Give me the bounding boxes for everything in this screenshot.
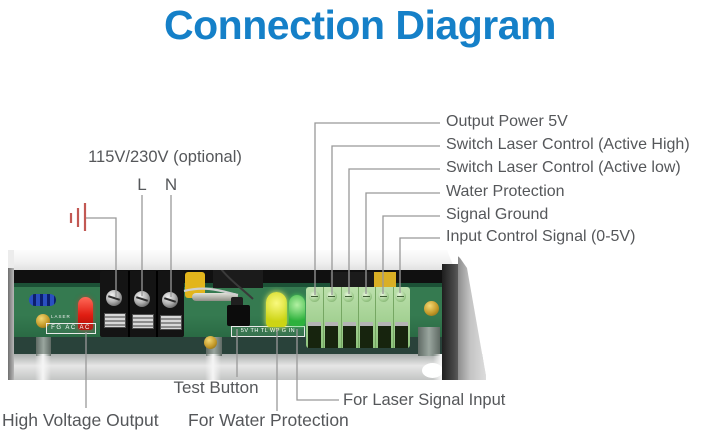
brass-screw	[204, 336, 217, 349]
live-terminal-label: L	[137, 175, 147, 194]
standoff-post	[418, 327, 440, 356]
wire-opening	[360, 322, 373, 348]
wire-opening	[395, 322, 408, 348]
wire-opening	[343, 322, 356, 348]
rail-reflection	[205, 354, 221, 380]
laser-signal-led	[289, 295, 305, 326]
terminal-clamp	[160, 315, 182, 330]
page-title: Connection Diagram	[164, 2, 556, 48]
terminal-divider	[393, 287, 394, 348]
ac-terminal-silkscreen: FG AC AC	[46, 323, 96, 334]
test-button-component	[227, 305, 250, 326]
laser-indicator-led	[78, 297, 93, 330]
test-button-cap	[231, 297, 243, 307]
brass-screw	[424, 301, 439, 316]
terminal-clamp	[132, 314, 154, 329]
earth-ground-icon	[69, 203, 87, 231]
input-signal-label: Input Control Signal (0-5V)	[446, 228, 636, 245]
active-high-label: Switch Laser Control (Active High)	[446, 136, 690, 153]
output-5v-label: Output Power 5V	[446, 113, 568, 130]
terminal-divider	[375, 287, 376, 348]
chassis-top-face	[8, 250, 455, 270]
terminal-divider	[128, 271, 130, 337]
chassis-right-frame	[442, 264, 462, 380]
terminal-screw-tl	[343, 291, 354, 302]
high-voltage-output-label: High Voltage Output	[2, 410, 159, 430]
chassis-left-edge	[8, 268, 14, 380]
wire-opening	[378, 322, 391, 348]
standoff-post	[36, 337, 51, 356]
terminal-divider	[358, 287, 359, 348]
terminal-screw-5v	[309, 291, 320, 302]
terminal-divider	[341, 287, 342, 348]
terminal-clamp	[104, 313, 126, 328]
live-terminal-screw	[134, 291, 150, 307]
for-laser-signal-input-label: For Laser Signal Input	[343, 391, 506, 409]
neutral-terminal-screw	[162, 292, 178, 308]
for-water-protection-label: For Water Protection	[188, 410, 349, 430]
terminal-screw-wp	[361, 291, 372, 302]
power-supply-photo: LASER FG AC AC 5V TH TL WP G IN	[8, 250, 486, 380]
inductor-component	[29, 294, 56, 306]
signal-terminal-block	[306, 287, 410, 348]
water-protection-led	[266, 292, 287, 327]
active-low-label: Switch Laser Control (Active low)	[446, 159, 681, 176]
wire-opening	[325, 322, 338, 348]
capacitor-yellow	[185, 272, 205, 298]
voltage-input-label: 115V/230V (optional)	[88, 148, 242, 166]
terminal-divider	[323, 287, 324, 348]
terminal-screw-th	[326, 291, 337, 302]
chassis-bottom-rail	[8, 354, 486, 380]
wire-opening	[308, 322, 321, 348]
terminal-divider	[156, 271, 158, 337]
terminal-screw-in	[395, 291, 406, 302]
neutral-terminal-label: N	[164, 175, 178, 194]
test-button-label: Test Button	[173, 378, 259, 397]
signal-terminal-silkscreen: 5V TH TL WP G IN	[231, 326, 305, 337]
chassis-left-edge	[8, 250, 14, 268]
mounting-slot	[422, 363, 443, 378]
signal-ground-label: Signal Ground	[446, 206, 549, 223]
terminal-screw-g	[378, 291, 389, 302]
glass-diode	[192, 293, 238, 301]
laser-silkscreen: LASER	[51, 314, 71, 319]
water-protection-label: Water Protection	[446, 183, 565, 200]
chassis-right-face	[458, 250, 486, 380]
rail-reflection	[35, 354, 51, 380]
